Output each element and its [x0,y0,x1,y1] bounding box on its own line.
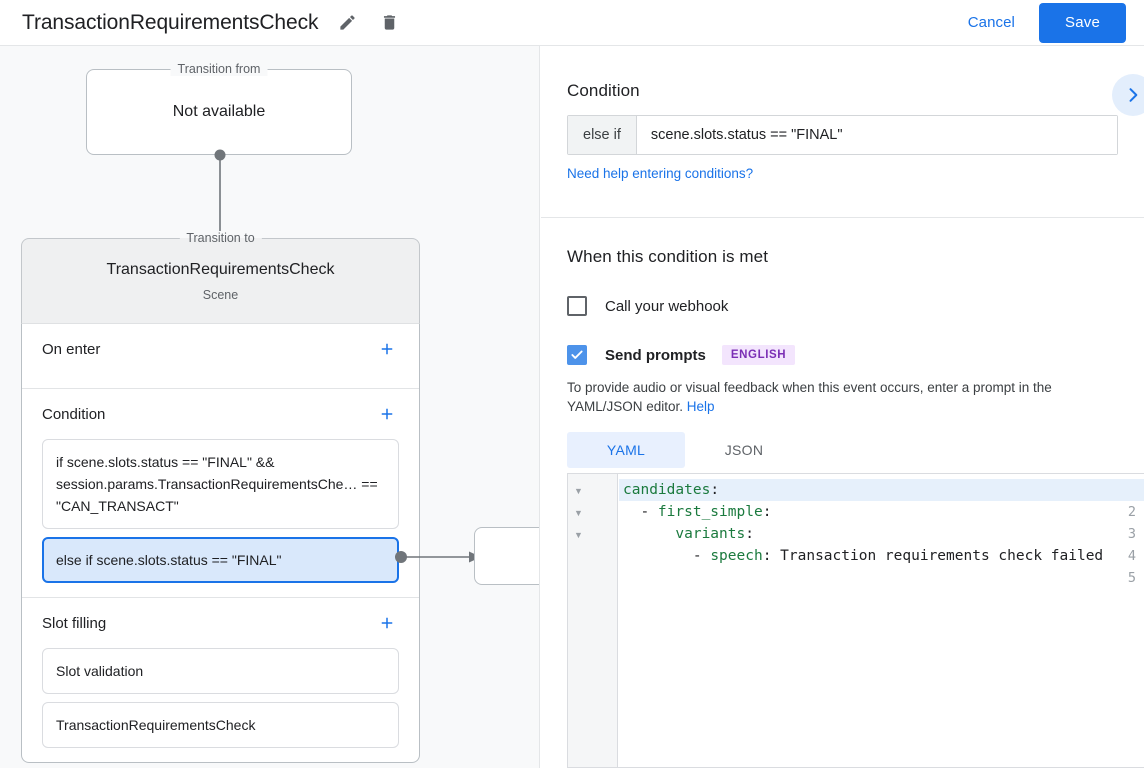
transition-to-legend: Transition to [179,231,262,245]
add-slot-filling-button[interactable] [375,611,399,635]
when-met-block: When this condition is met Call your web… [541,218,1144,468]
transition-to-title: TransactionRequirementsCheck [106,261,335,278]
slot-filling-chip-1[interactable]: Slot validation [42,648,399,694]
trash-icon[interactable] [376,10,402,36]
transition-from-legend: Transition from [170,62,268,76]
condition-chip-1[interactable]: if scene.slots.status == "FINAL" && sess… [42,439,399,529]
webhook-row[interactable]: Call your webhook [567,296,1118,316]
slot-filling-chip-2[interactable]: TransactionRequirementsCheck [42,702,399,748]
scene-sections: On enter Condition [21,324,420,763]
webhook-label: Call your webhook [605,297,729,315]
code-token: : [710,482,720,498]
editor-gutter [568,474,618,767]
code-editor[interactable]: ▼1candidates:▼2 - first_simple:▼3 varian… [567,473,1144,768]
section-slot-filling-header: Slot filling [42,598,399,648]
condition-input-row: else if [567,115,1118,155]
transition-to-node[interactable]: Transition to TransactionRequirementsChe… [21,231,420,324]
section-on-enter-title: On enter [42,340,101,358]
code-token [623,526,675,542]
check-icon [571,350,583,359]
plus-icon [381,617,393,629]
section-slot-filling: Slot filling Slot validation Transaction… [22,598,419,762]
code-token: first_simple [657,504,763,520]
send-prompts-label: Send prompts [605,346,706,364]
prompt-help-link[interactable]: Help [686,399,715,414]
code-token: speech [710,548,763,564]
plus-icon [381,408,393,420]
code-token: : [762,504,772,520]
transition-to-subtitle: Scene [202,288,239,302]
line-number: 3 [1127,526,1136,542]
chevron-right-icon-glyph [1129,88,1138,102]
fold-toggle-icon[interactable]: ▼ [574,508,583,518]
section-on-enter-header: On enter [42,324,399,374]
send-prompts-checkbox[interactable] [567,345,587,365]
next-node-partial[interactable] [474,527,539,585]
trash-icon-glyph [383,15,395,30]
line-number: 2 [1127,504,1136,520]
line-number: 5 [1127,570,1136,586]
add-condition-button[interactable] [375,402,399,426]
code-token: : [745,526,754,542]
page-title: TransactionRequirementsCheck [22,10,319,34]
transition-from-value: Not available [172,103,266,120]
pencil-icon[interactable] [334,10,360,36]
send-prompts-row[interactable]: Send prompts ENGLISH [567,345,1118,365]
section-condition-header: Condition [42,389,399,439]
tab-yaml[interactable]: YAML [567,432,685,468]
add-on-enter-button[interactable] [375,337,399,361]
language-badge: ENGLISH [721,345,796,365]
code-token: - [623,548,711,564]
fold-toggle-icon[interactable]: ▼ [574,530,583,540]
transition-from-node[interactable]: Transition from Not available [86,62,352,155]
graph-panel: Transition from Not available Transition… [0,46,540,768]
save-button[interactable]: Save [1039,2,1126,43]
detail-divider [541,217,1144,218]
condition-heading: Condition [567,81,640,100]
line-number: 4 [1127,548,1136,564]
when-met-heading: When this condition is met [567,247,769,266]
section-on-enter: On enter [22,324,419,389]
cancel-button[interactable]: Cancel [958,6,1025,39]
prompt-help-text-body: To provide audio or visual feedback when… [567,380,1052,414]
condition-chip-2-selected[interactable]: else if scene.slots.status == "FINAL" [42,537,399,583]
tab-json[interactable]: JSON [724,442,764,458]
section-condition-title: Condition [42,405,106,423]
condition-prefix-label: else if [568,116,637,154]
code-line[interactable]: candidates: [619,479,1144,501]
prompt-help-text: To provide audio or visual feedback when… [567,378,1118,416]
condition-block: Condition else if Need help entering con… [541,46,1144,183]
code-token: candidates [623,482,711,498]
editor-format-tabs: YAML JSON [567,432,1118,468]
code-line[interactable]: - first_simple: [623,501,771,523]
pencil-icon-glyph [340,15,355,30]
code-token: - [623,504,658,520]
webhook-checkbox[interactable] [567,296,587,316]
condition-help-link[interactable]: Need help entering conditions? [567,166,754,181]
code-token: : Transaction requirements check failed [762,548,1104,564]
top-bar: TransactionRequirementsCheck Cancel Save [0,0,1144,46]
fold-toggle-icon[interactable]: ▼ [574,486,583,496]
code-token: variants [675,526,746,542]
code-line[interactable]: - speech: Transaction requirements check… [623,545,1103,567]
section-condition: Condition if scene.slots.status == "FINA… [22,389,419,598]
condition-input[interactable] [636,116,1117,154]
section-slot-filling-title: Slot filling [42,614,107,632]
code-line[interactable]: variants: [623,523,754,545]
chevron-right-icon[interactable] [1112,74,1144,116]
plus-icon [381,343,393,355]
